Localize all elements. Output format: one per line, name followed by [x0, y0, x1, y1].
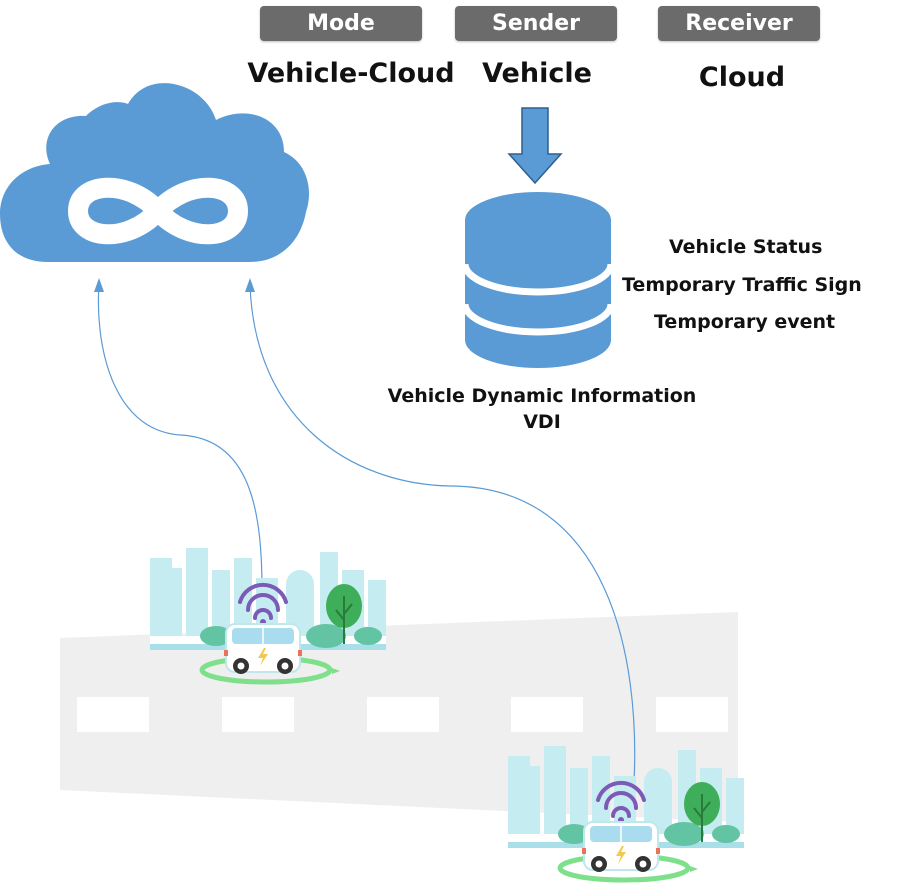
link-line-2 [249, 284, 636, 783]
mode-label: Mode [260, 6, 422, 41]
receiver-value: Cloud [698, 62, 786, 93]
attribute-temporary-traffic-sign: Temporary Traffic Sign [622, 274, 862, 296]
database-caption: Vehicle Dynamic Information VDI [340, 383, 744, 435]
car-icon [582, 821, 660, 872]
receiver-label: Receiver [658, 6, 820, 41]
cloud-infinity-icon [0, 83, 310, 262]
lane-markings [77, 697, 728, 732]
vehicle-scene-2 [508, 746, 744, 883]
car-icon [224, 623, 302, 674]
tree-icon [326, 584, 362, 644]
vehicle-scene-1 [150, 548, 386, 685]
database-icon [461, 192, 615, 368]
arrowhead-1 [94, 278, 104, 292]
sender-value: Vehicle [482, 58, 592, 89]
attribute-temporary-event: Temporary event [654, 311, 836, 333]
database-caption-line1: Vehicle Dynamic Information [387, 385, 697, 407]
tree-icon [684, 782, 720, 842]
database-caption-line2: VDI [523, 411, 561, 433]
sender-label: Sender [455, 6, 617, 41]
bushes [200, 624, 382, 648]
attribute-vehicle-status: Vehicle Status [669, 236, 823, 258]
mode-value: Vehicle-Cloud [247, 58, 455, 89]
link-line-1 [97, 284, 263, 591]
bushes [558, 822, 740, 846]
down-arrow-icon [507, 107, 563, 185]
arrowhead-2 [245, 278, 255, 292]
